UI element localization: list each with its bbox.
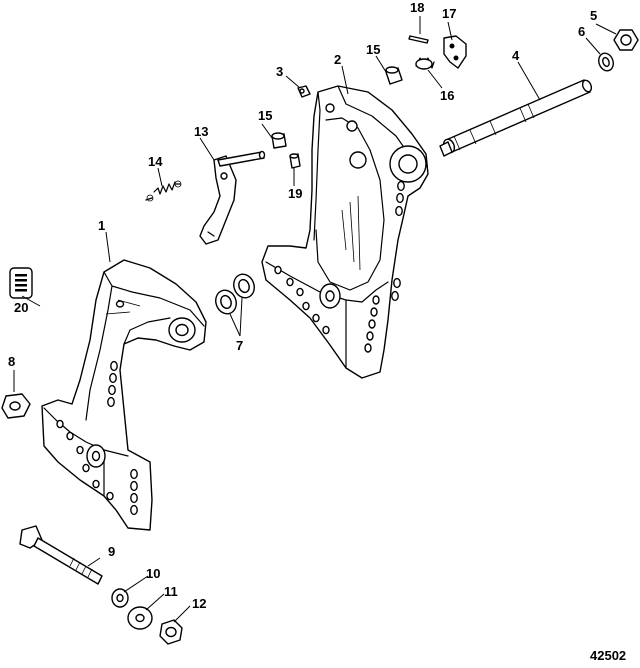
bushing-15-top bbox=[385, 66, 403, 85]
spring-16 bbox=[415, 57, 435, 70]
pin-19 bbox=[289, 153, 301, 169]
washer-6 bbox=[598, 52, 614, 72]
callout-10: 10 bbox=[146, 566, 160, 581]
callout-7: 7 bbox=[236, 338, 243, 353]
decal-20 bbox=[9, 267, 33, 299]
callout-2: 2 bbox=[334, 52, 341, 67]
clamp-bracket-right bbox=[261, 85, 429, 379]
washer-11 bbox=[127, 606, 153, 630]
bolt-9 bbox=[19, 525, 103, 585]
callout-9: 9 bbox=[108, 544, 115, 559]
callout-13: 13 bbox=[194, 124, 208, 139]
nut-8 bbox=[1, 393, 31, 419]
callout-8: 8 bbox=[8, 354, 15, 369]
pin-18 bbox=[408, 35, 429, 44]
callout-12: 12 bbox=[192, 596, 206, 611]
nut-5 bbox=[613, 29, 639, 51]
callout-3: 3 bbox=[276, 64, 283, 79]
bushing-15-mid bbox=[271, 132, 287, 149]
callout-17: 17 bbox=[442, 6, 456, 21]
callout-5: 5 bbox=[590, 8, 597, 23]
callout-6: 6 bbox=[578, 24, 585, 39]
figure-number: 42502 bbox=[590, 648, 626, 663]
callout-16: 16 bbox=[440, 88, 454, 103]
callout-19: 19 bbox=[288, 186, 302, 201]
callout-4: 4 bbox=[512, 48, 520, 63]
callouts: 1 2 3 4 5 6 7 8 9 10 11 12 13 14 15 15 1… bbox=[8, 0, 597, 611]
callout-14: 14 bbox=[148, 154, 163, 169]
washers-7 bbox=[215, 273, 255, 315]
nut-12 bbox=[159, 619, 183, 645]
washer-10 bbox=[111, 588, 129, 608]
callout-15-top: 15 bbox=[366, 42, 380, 57]
callout-18: 18 bbox=[410, 0, 424, 15]
tilt-tube bbox=[439, 79, 593, 157]
callout-20: 20 bbox=[14, 300, 28, 315]
leader-lines bbox=[13, 16, 617, 623]
callout-11: 11 bbox=[164, 584, 178, 599]
spring-14 bbox=[145, 180, 182, 202]
grease-fitting-3 bbox=[297, 85, 311, 98]
clamp-bracket-left bbox=[41, 259, 207, 531]
lever-17 bbox=[443, 35, 467, 69]
callout-15-mid: 15 bbox=[258, 108, 272, 123]
tilt-lock-arm-13 bbox=[199, 150, 266, 245]
callout-1: 1 bbox=[98, 218, 105, 233]
